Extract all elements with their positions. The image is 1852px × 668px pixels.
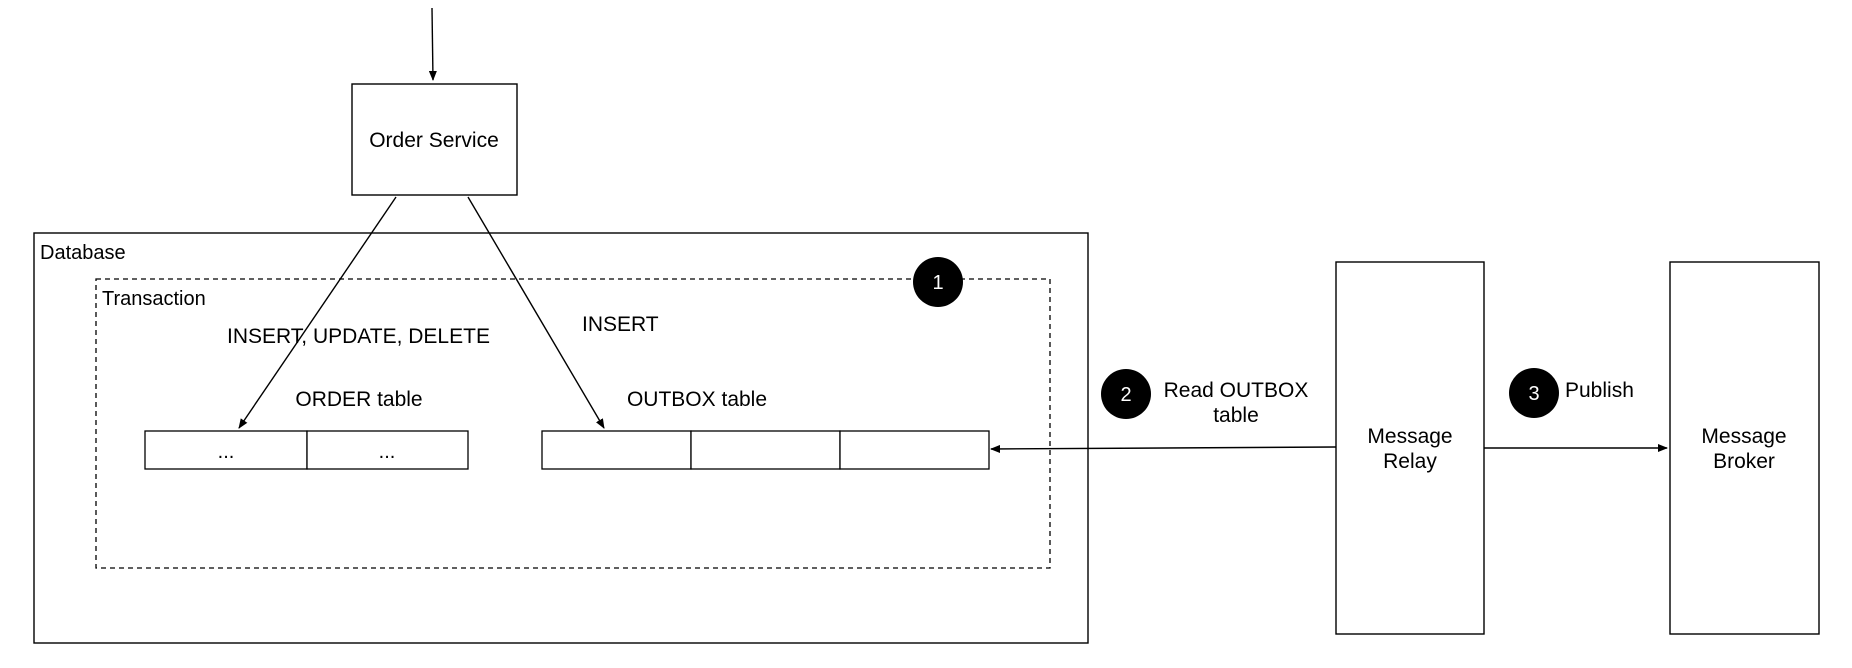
message-relay-box [1335,261,1485,635]
message-relay-label-line2: Relay [1383,450,1437,473]
outbox-table-label: OUTBOX table [627,388,767,411]
transaction-label: Transaction [102,288,206,310]
step-3-badge: 3 [1509,368,1559,418]
outbox-insert-arrow [467,196,605,429]
message-broker-node: Message Broker [1669,261,1820,635]
step-1-circle [913,257,963,307]
message-broker-label-line2: Broker [1713,450,1775,473]
message-relay-label-line1: Message [1367,425,1452,448]
read-outbox-label-line2: table [1213,404,1259,427]
outbox-table-cell [541,430,692,470]
order-service-box [351,83,518,196]
read-outbox-label-line1: Read OUTBOX [1164,379,1309,402]
step-2-badge: 2 [1101,369,1151,419]
step-1-number: 1 [932,272,943,294]
step-1-badge: 1 [913,257,963,307]
message-broker-box [1669,261,1820,635]
order-table-cell [306,430,469,470]
step-2-circle [1101,369,1151,419]
order-service-label: Order Service [369,129,499,152]
transaction-container: Transaction [95,278,1051,569]
insert-update-delete-label: INSERT, UPDATE, DELETE [227,325,490,348]
database-container: Database [33,232,1089,644]
outbox-table-cell [839,430,990,470]
order-table-cell-text: ... [218,441,235,463]
order-table-label: ORDER table [295,388,422,411]
message-broker-label-line1: Message [1701,425,1786,448]
read-outbox-arrow [990,444,1337,453]
order-service-node: Order Service [351,83,518,196]
order-table-cell-text: ... [379,441,396,463]
database-box [33,232,1089,644]
database-label: Database [40,242,126,264]
order-write-arrow [238,196,397,429]
step-2-number: 2 [1120,384,1131,406]
transaction-box [95,278,1051,569]
order-table: ORDER table ... ... [144,388,469,470]
insert-label: INSERT [582,313,659,336]
order-table-cell [144,430,308,470]
outbox-table: OUTBOX table [541,388,990,470]
step-3-number: 3 [1528,383,1539,405]
publish-label: Publish [1565,379,1634,402]
outbox-table-cell [690,430,841,470]
message-relay-node: Message Relay [1335,261,1485,635]
incoming-arrow [428,7,437,81]
step-3-circle [1509,368,1559,418]
